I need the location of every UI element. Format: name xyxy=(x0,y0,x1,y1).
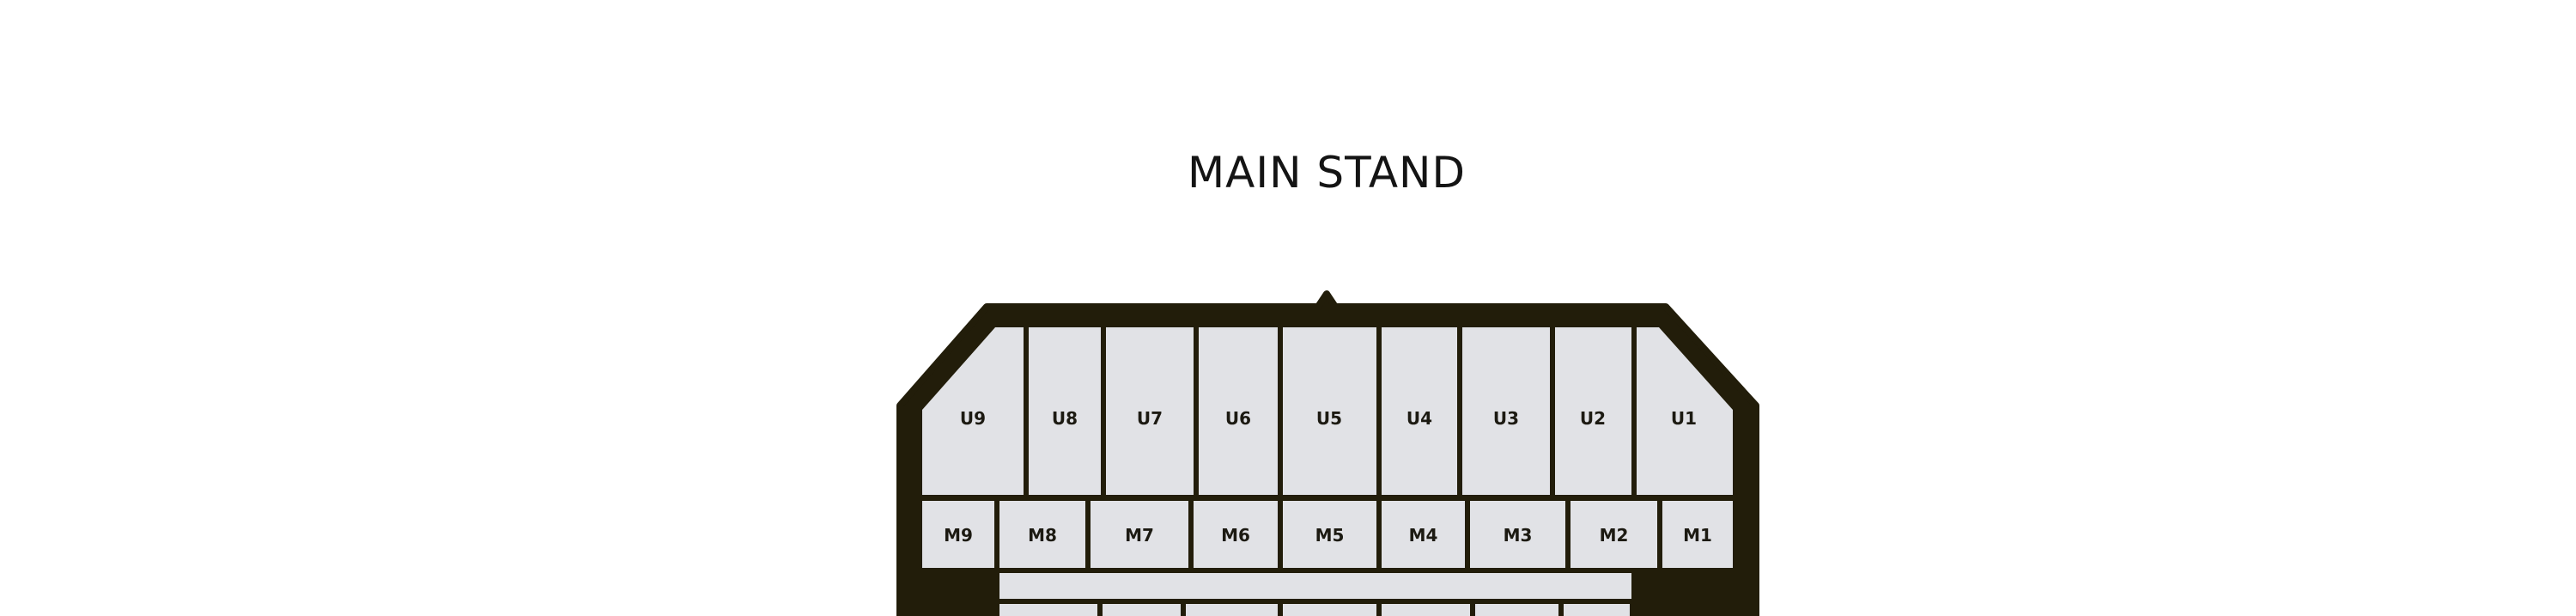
section-u4[interactable]: U4 xyxy=(1382,327,1457,495)
section-label: U7 xyxy=(1137,408,1163,429)
section-shape xyxy=(1106,327,1194,495)
section-m4[interactable]: M4 xyxy=(1382,501,1465,568)
section-u2[interactable]: U2 xyxy=(1555,327,1631,495)
section-label: U6 xyxy=(1225,408,1251,429)
section-label: U8 xyxy=(1052,408,1078,429)
section-label: U9 xyxy=(960,408,986,429)
stand-title: MAIN STAND xyxy=(1188,148,1466,198)
section-label: M5 xyxy=(1315,525,1345,546)
section-u3[interactable]: U3 xyxy=(1462,327,1550,495)
section-u7[interactable]: U7 xyxy=(1106,327,1194,495)
section-shape xyxy=(1382,501,1465,568)
section-shape xyxy=(1382,327,1457,495)
section-shape xyxy=(1637,327,1733,495)
section-u8[interactable]: U8 xyxy=(1029,327,1101,495)
upper-tier: U9 U8 U7 U6 U5 U4 U3 U2 U1 xyxy=(922,327,1733,495)
section-label: M6 xyxy=(1221,525,1250,546)
section-shape xyxy=(1283,501,1376,568)
section-m9[interactable]: M9 xyxy=(922,501,994,568)
section-label: U1 xyxy=(1671,408,1697,429)
section-shape xyxy=(1571,501,1657,568)
section-u6[interactable]: U6 xyxy=(1199,327,1278,495)
lower-section-shape[interactable] xyxy=(1475,604,1558,616)
section-label: U2 xyxy=(1580,408,1606,429)
section-shape xyxy=(922,501,994,568)
section-label: M3 xyxy=(1504,525,1533,546)
lower-section-shape[interactable] xyxy=(1564,604,1630,616)
section-u9[interactable]: U9 xyxy=(922,327,1024,495)
section-m8[interactable]: M8 xyxy=(999,501,1085,568)
lower-section-shape[interactable] xyxy=(999,604,1097,616)
section-m7[interactable]: M7 xyxy=(1091,501,1188,568)
lower-tier xyxy=(999,604,1630,616)
section-shape xyxy=(1194,501,1278,568)
lower-section-shape[interactable] xyxy=(1186,604,1278,616)
section-label: M1 xyxy=(1683,525,1712,546)
section-shape xyxy=(1470,501,1565,568)
lower-section-shape[interactable] xyxy=(1382,604,1470,616)
section-label: M4 xyxy=(1409,525,1438,546)
section-u5[interactable]: U5 xyxy=(1283,327,1376,495)
section-label: M7 xyxy=(1125,525,1154,546)
section-label: M8 xyxy=(1028,525,1057,546)
section-shape xyxy=(1199,327,1278,495)
section-label: U4 xyxy=(1406,408,1432,429)
section-shape xyxy=(1662,501,1733,568)
section-label: U3 xyxy=(1493,408,1519,429)
section-shape xyxy=(1283,327,1376,495)
lower-section-shape[interactable] xyxy=(1283,604,1376,616)
section-m2[interactable]: M2 xyxy=(1571,501,1657,568)
middle-tier: M9 M8 M7 M6 M5 M4 M3 M2 M1 xyxy=(922,501,1733,568)
section-shape xyxy=(1091,501,1188,568)
section-shape xyxy=(1029,327,1101,495)
section-shape xyxy=(922,327,1024,495)
section-shape xyxy=(1555,327,1631,495)
section-shape xyxy=(1462,327,1550,495)
lower-section-shape[interactable] xyxy=(1103,604,1181,616)
section-m5[interactable]: M5 xyxy=(1283,501,1376,568)
section-label: M2 xyxy=(1600,525,1629,546)
section-shape xyxy=(999,501,1085,568)
walkway xyxy=(999,573,1631,599)
section-m3[interactable]: M3 xyxy=(1470,501,1565,568)
section-u1[interactable]: U1 xyxy=(1637,327,1733,495)
section-label: U5 xyxy=(1316,408,1342,429)
section-m6[interactable]: M6 xyxy=(1194,501,1278,568)
section-label: M9 xyxy=(944,525,973,546)
section-m1[interactable]: M1 xyxy=(1662,501,1733,568)
